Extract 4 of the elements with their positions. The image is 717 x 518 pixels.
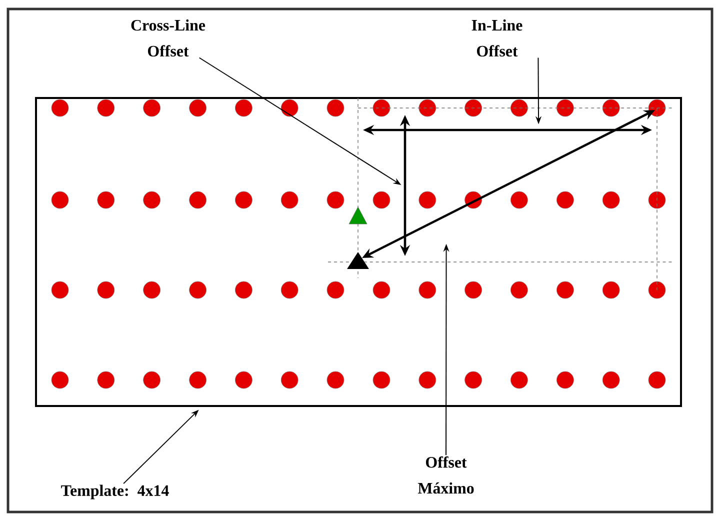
callout-label: Cross-Line Offset — [131, 19, 206, 57]
callout-label: Offset Máximo — [418, 456, 474, 494]
callout-label: Template: 4x14 — [61, 484, 169, 500]
callout-label: In-Line Offset — [472, 19, 522, 57]
